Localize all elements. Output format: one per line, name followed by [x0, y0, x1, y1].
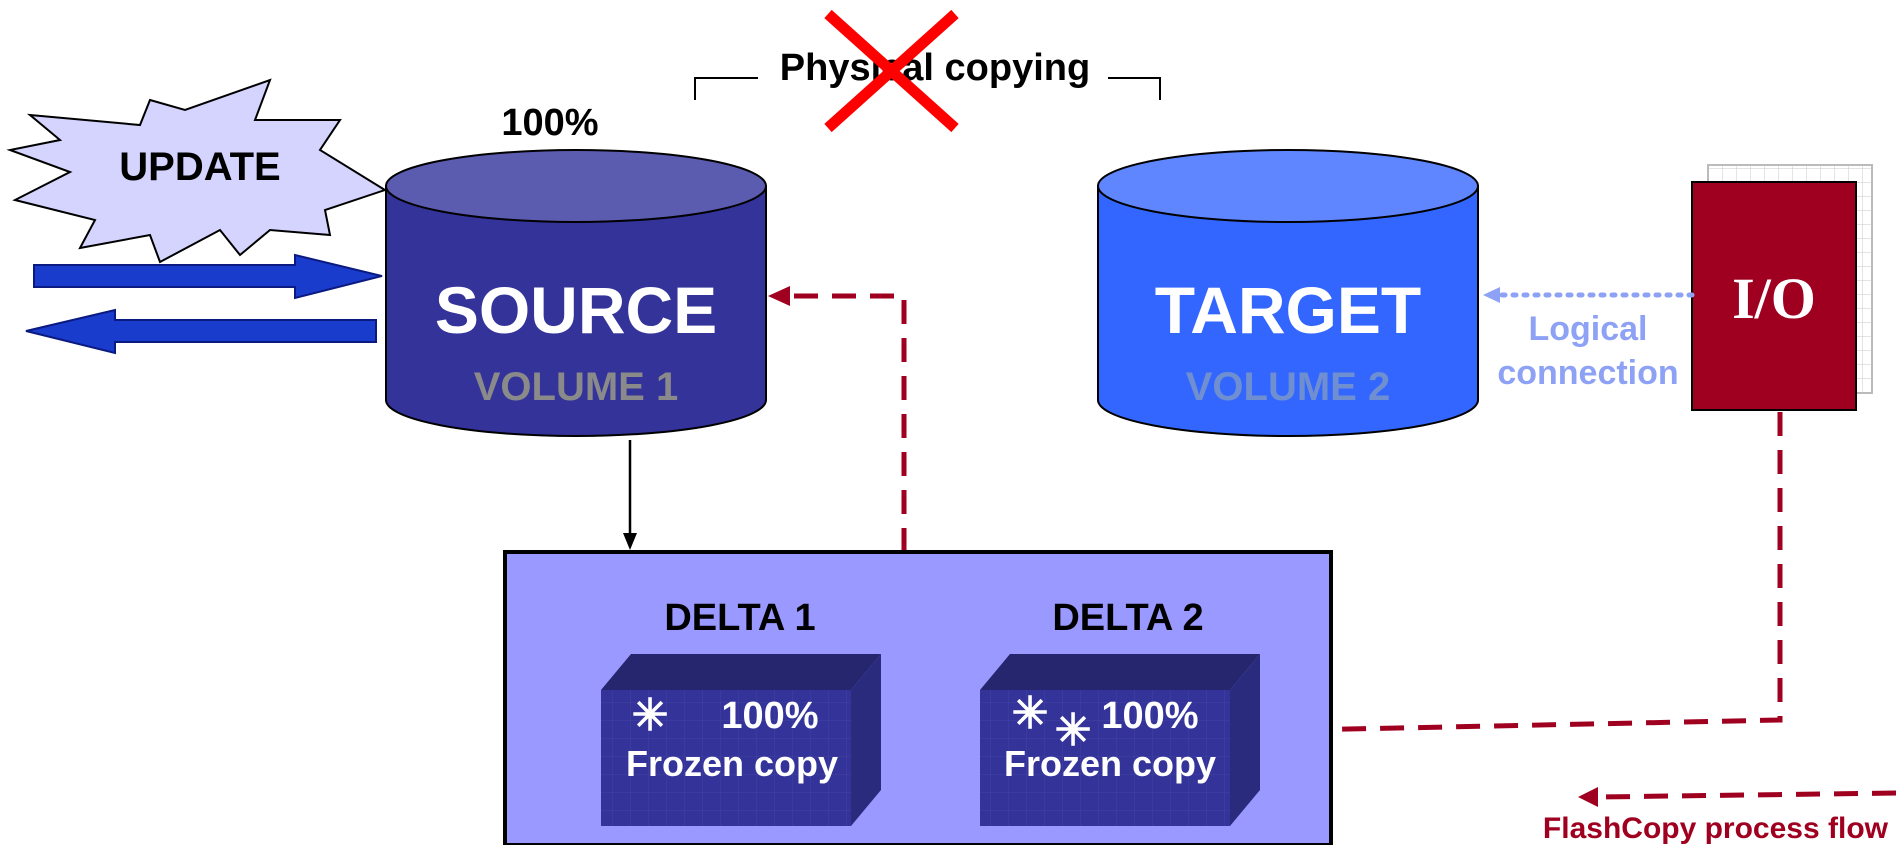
- burst-shape: [6, 78, 388, 264]
- target-subtitle: VOLUME 2: [1186, 365, 1390, 409]
- source-cylinder-body: [385, 185, 767, 437]
- down-arrowhead-icon: [623, 533, 637, 550]
- logical-connection: Logical connection: [1483, 287, 1695, 392]
- io-box-front: [1691, 181, 1857, 411]
- source-to-delta-arrow: [623, 440, 637, 550]
- sparkle-icon: ✳: [1012, 689, 1049, 738]
- physical-copying-group: Physical copying: [694, 9, 1161, 133]
- target-cylinder-top: [1097, 149, 1479, 223]
- crossed-out-icon: [824, 9, 959, 133]
- source-percent: 100%: [501, 102, 598, 144]
- update-label: UPDATE: [119, 145, 280, 189]
- delta-1-top-face: [601, 654, 881, 690]
- delta-2-title: DELTA 2: [1052, 597, 1203, 639]
- logical-label-line2: connection: [1497, 354, 1678, 392]
- delta-1-frozen: Frozen copy: [626, 743, 838, 784]
- delta-1: DELTA 1 ✳ 100% Frozen copy: [601, 597, 881, 826]
- arrow-right-icon: [33, 253, 383, 300]
- logical-label-line1: Logical: [1528, 310, 1647, 348]
- delta-2: DELTA 2 ✳ ✳ 100% Frozen copy: [980, 597, 1260, 826]
- io-arrows: [25, 253, 383, 355]
- sparkle-icon: ✳: [1055, 706, 1092, 755]
- delta-1-percent: 100%: [721, 695, 818, 737]
- legend-label: FlashCopy process flow: [1543, 812, 1889, 845]
- target-cylinder-body: [1097, 185, 1479, 437]
- io-label: I/O: [1732, 266, 1816, 331]
- arrow-left-icon: [25, 308, 377, 355]
- io-box: I/O: [1691, 164, 1873, 411]
- logical-arrowhead-icon: [1483, 287, 1500, 303]
- physical-copying-label: Physical copying: [780, 47, 1090, 89]
- delta-1-title: DELTA 1: [664, 597, 815, 639]
- delta-2-side-face: [1230, 654, 1260, 826]
- red-arrowhead-icon: [1578, 787, 1598, 807]
- legend: FlashCopy process flow: [1543, 787, 1897, 845]
- delta-container: DELTA 1 ✳ 100% Frozen copy DELTA 2 ✳ ✳ 1…: [503, 550, 1333, 847]
- delta-2-frozen: Frozen copy: [1004, 743, 1216, 784]
- delta-to-source-flow: [768, 286, 907, 552]
- source-subtitle: VOLUME 1: [474, 365, 678, 409]
- io-to-delta-flow: [1280, 412, 1783, 740]
- delta-1-side-face: [851, 654, 881, 826]
- red-arrowhead-icon: [768, 286, 790, 306]
- delta-2-percent: 100%: [1101, 695, 1198, 737]
- source-title: SOURCE: [435, 273, 717, 347]
- target-volume: TARGET VOLUME 2: [1097, 149, 1479, 437]
- delta-2-top-face: [980, 654, 1260, 690]
- sparkle-icon: ✳: [632, 691, 669, 740]
- source-cylinder-top: [385, 149, 767, 223]
- source-volume: 100% SOURCE VOLUME 1: [385, 102, 767, 437]
- legend-dashed-line: [1597, 790, 1897, 800]
- target-title: TARGET: [1155, 273, 1421, 347]
- update-burst: UPDATE: [6, 78, 388, 264]
